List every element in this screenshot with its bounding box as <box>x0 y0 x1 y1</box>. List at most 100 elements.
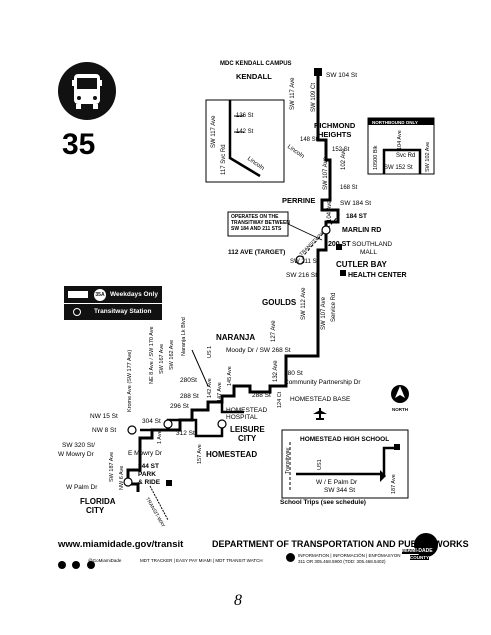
legend-swatch <box>68 291 88 298</box>
street-142-ave: 142 Ave <box>207 378 213 398</box>
street-152: 152 St <box>332 147 350 153</box>
place-homestead-base: HOMESTEAD BASE <box>290 396 351 403</box>
street-127-ave: 127 Ave <box>271 320 277 342</box>
street-168: 168 St <box>340 185 358 191</box>
street-sw-104: SW 104 St <box>326 72 358 79</box>
inset-kendall-route <box>228 100 261 178</box>
route-branch-leisure-city <box>140 418 224 438</box>
street-us-1: US 1 <box>207 345 213 358</box>
street-inset-transitway: Transitway <box>285 447 291 474</box>
street-service-rd: Service Rd <box>331 292 337 322</box>
street-nw-6-ave: NW 6 Ave <box>119 465 125 490</box>
station-nw-15-icon <box>127 425 137 435</box>
place-homestead: HOMESTEAD <box>206 450 258 459</box>
place-naranja: NARANJA <box>216 333 256 342</box>
street-inset-sw-102-ave: SW 102 Ave <box>425 141 431 172</box>
street-inset-104-ave: 104 Ave <box>397 130 403 150</box>
note-line-1: OPERATES ON THE <box>231 214 279 220</box>
place-leisure-1: LEISURE <box>230 425 265 434</box>
note-box <box>227 211 289 237</box>
footer-department: DEPARTMENT OF TRANSPORTATION AND PUBLIC … <box>212 539 469 549</box>
place-homestead-hospital-1: HOMESTEAD <box>226 407 268 414</box>
street-117-svc-rd: 117 Svc Rd <box>221 144 227 175</box>
street-10500-blk: 10500 Blk <box>373 145 379 170</box>
footer-info-2: 311 OR 305.468.5900 (TDD: 305.468.5402) <box>298 559 386 564</box>
legend: 35A Weekdays Only Transitway Station <box>64 286 162 320</box>
street-187-ave: 187 Ave <box>391 474 397 494</box>
route-line <box>126 72 340 492</box>
street-157-ave: 157 Ave <box>197 444 203 464</box>
place-leisure-2: CITY <box>238 434 257 443</box>
street-136: 136 St <box>236 113 254 119</box>
north-arrow-icon <box>391 385 409 403</box>
street-312: 312 St <box>176 430 195 437</box>
social-icons <box>58 556 95 574</box>
legend-35a-badge: 35A <box>94 289 106 301</box>
airplane-icon <box>313 408 327 420</box>
street-sw-162-ave: SW 162 Ave <box>169 339 175 370</box>
twitter-icon[interactable] <box>72 561 81 569</box>
place-cutler-bay: CUTLER BAY <box>336 260 387 269</box>
school-trips-note: School Trips (see schedule) <box>280 499 366 506</box>
street-krome-ave: Krome Ave (SW 177 Ave) <box>127 349 133 412</box>
street-142: 142 St <box>236 129 254 135</box>
place-park-ride-2: PARK <box>138 471 156 478</box>
place-marlin: MARLIN RD <box>342 227 382 234</box>
street-sw-112-ave: SW 112 Ave <box>301 287 307 320</box>
street-naranja-lk-blvd: Naranja Lk Blvd <box>181 317 187 356</box>
footer-apps: MDT TRACKER | EASY PAY MIAMI | MDT TRANS… <box>140 558 263 563</box>
place-richmond: RICHMOND <box>314 121 356 130</box>
street-132-ave: 132 Ave <box>273 360 279 382</box>
us1-road-north <box>191 349 209 387</box>
street-inset-us1: US1 <box>317 459 323 470</box>
place-park-ride-1: 344 ST <box>138 463 159 470</box>
transitway-line <box>297 213 341 263</box>
street-sw-107-ave-b: SW 107 Ave <box>321 297 327 330</box>
station-palm-icon <box>123 477 133 487</box>
inset-northbound-header <box>368 118 434 125</box>
stop-high-school <box>394 444 400 450</box>
instagram-icon[interactable] <box>86 561 95 569</box>
direction-arrow-icon <box>380 470 386 482</box>
stop-health-center <box>340 270 346 276</box>
street-288-b: 288 St <box>180 393 199 400</box>
street-sw-344: SW 344 St <box>324 487 356 494</box>
footer-social-handle[interactable]: @GoMiamiDade <box>88 558 122 563</box>
footer-url-link[interactable]: www.miamidade.gov/transit <box>58 539 184 550</box>
street-inset-sw-152: SW 152 St <box>384 165 413 171</box>
legend-weekdays-label: Weekdays Only <box>110 291 158 298</box>
place-southland: SOUTHLAND <box>352 241 393 248</box>
county-logo-text-2: COUNTY <box>410 555 429 560</box>
street-inset-sw-117-ave: SW 117 Ave <box>211 115 217 148</box>
street-296: 296 St <box>170 403 189 410</box>
facebook-icon[interactable] <box>58 561 66 569</box>
place-heights: HEIGHTS <box>318 130 352 139</box>
street-1-ave: 1 Ave <box>157 430 163 444</box>
street-nw-15: NW 15 St <box>90 413 118 420</box>
street-sw-320-1: SW 320 St/ <box>62 442 95 449</box>
place-health-center: HEALTH CENTER <box>348 272 407 279</box>
inset-northbound-route <box>382 148 422 174</box>
station-marlin-icon <box>321 225 331 235</box>
place-homestead-high-school: HOMESTEAD HIGH SCHOOL <box>300 436 390 443</box>
street-w-palm: W Palm Dr <box>66 484 98 491</box>
legend-weekdays-row: 35A Weekdays Only <box>64 286 162 304</box>
note-line-2: TRANSITWAY BETWEEN <box>231 220 290 226</box>
bus-icon-glyph <box>72 74 102 109</box>
inset-high-school <box>281 429 409 499</box>
place-goulds: GOULDS <box>262 298 297 307</box>
street-102-ave: 102 Ave <box>341 148 347 170</box>
note-line-3: SW 184 AND 211 STS <box>231 226 282 232</box>
street-200-st: 200 ST <box>328 241 351 248</box>
street-304: 304 St <box>142 418 161 425</box>
street-sw-320-2: W Mowry Dr <box>58 451 94 458</box>
street-147-ave: 147 Ave <box>217 382 223 402</box>
legend-station-label: Transitway Station <box>94 308 152 315</box>
street-280: 280 St <box>284 370 303 377</box>
street-184-st: 184 ST <box>346 213 367 220</box>
street-sw-184: SW 184 St <box>340 200 372 207</box>
place-mdc-kendall: MDC KENDALL CAMPUS <box>220 61 292 67</box>
inset-northbound-label: NORTHBOUND ONLY <box>372 120 418 125</box>
